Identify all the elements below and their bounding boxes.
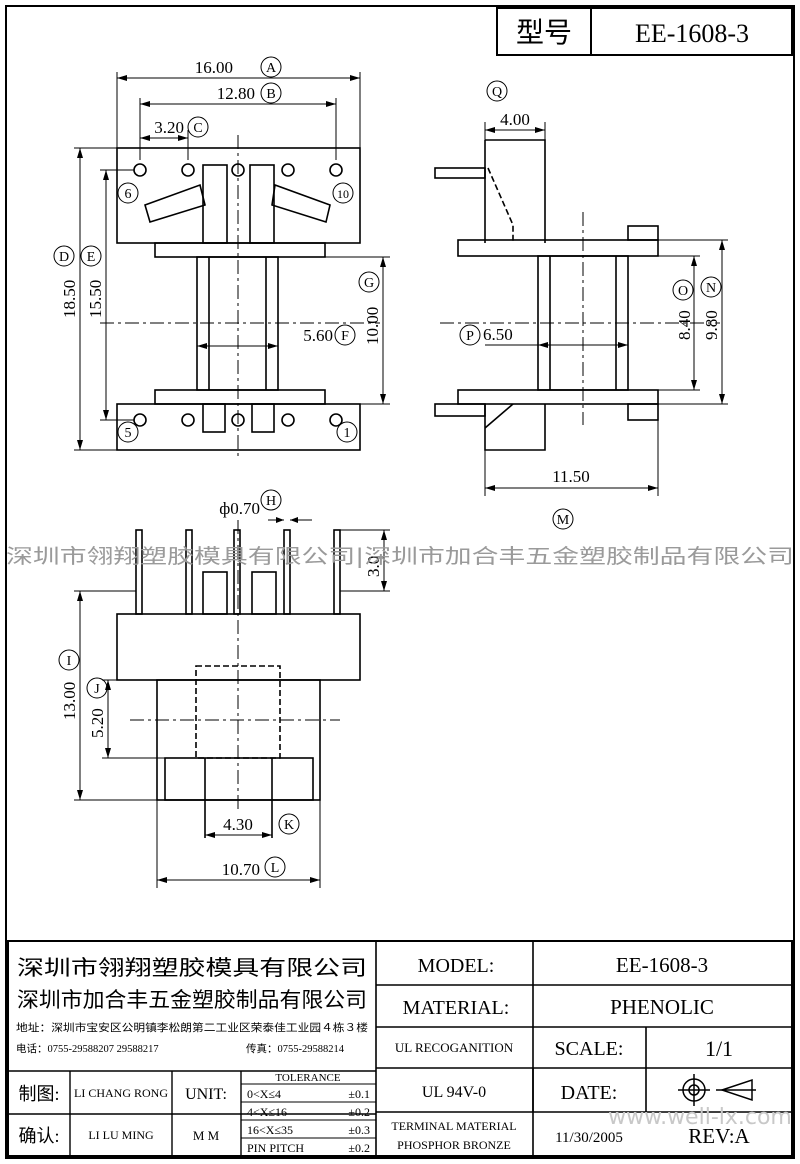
scale-value: 1/1 xyxy=(705,1036,733,1061)
dim-i-value: 13.00 xyxy=(60,682,79,720)
terminal-line-2: PHOSPHOR BRONZE xyxy=(397,1138,511,1152)
dim-j-letter: J xyxy=(94,682,100,697)
tol-range-1: 0<X≤4 xyxy=(247,1087,281,1101)
dim-m-value: 11.50 xyxy=(552,467,590,486)
front-view xyxy=(74,519,390,888)
tol-value-4: ±0.2 xyxy=(348,1141,370,1155)
check-label: 确认: xyxy=(18,1126,59,1146)
dim-h-value: ф0.70 xyxy=(219,499,260,518)
top-view-arrows xyxy=(77,75,386,450)
dim-e-value: 15.50 xyxy=(86,280,105,318)
dim-l-value: 10.70 xyxy=(222,860,260,879)
dim-f-value: 5.60 xyxy=(303,326,333,345)
terminal-line-1: TERMINAL MATERIAL xyxy=(391,1119,516,1133)
unit-label: UNIT: xyxy=(185,1086,227,1103)
side-view-arrows xyxy=(485,127,725,491)
dim-b-letter: B xyxy=(266,87,275,102)
material-value: PHENOLIC xyxy=(610,995,714,1019)
dim-l-letter: L xyxy=(271,861,280,876)
tol-range-2: 4<X≤16 xyxy=(247,1105,287,1119)
dim-a-value: 16.00 xyxy=(195,58,233,77)
dim-c-letter: C xyxy=(193,121,202,136)
tol-value-3: ±0.3 xyxy=(348,1123,370,1137)
header-model-label: 型号 xyxy=(516,17,572,49)
dim-g-value: 10.00 xyxy=(363,307,382,345)
company-phone: 电话：0755-29588207 29588217 xyxy=(16,1042,159,1055)
tol-range-4: PIN PITCH xyxy=(247,1141,304,1155)
dim-f-letter: F xyxy=(341,329,349,344)
side-view xyxy=(434,122,728,496)
dim-b-value: 12.80 xyxy=(217,84,255,103)
model-label: MODEL: xyxy=(418,955,495,977)
header-model-box: 型号 EE-1608-3 xyxy=(496,7,793,56)
ul-label: UL RECOGANITION xyxy=(395,1040,514,1055)
dim-k-letter: K xyxy=(284,818,294,833)
dim-q-letter: Q xyxy=(492,85,502,100)
dim-d-letter: D xyxy=(59,250,69,265)
sheet-frame xyxy=(5,5,795,1159)
pin-5-label: 5 xyxy=(125,426,132,441)
check-by: LI LU MING xyxy=(88,1128,154,1142)
tolerance-title: TOLERANCE xyxy=(275,1072,340,1084)
drawn-label: 制图: xyxy=(18,1084,59,1104)
tol-range-3: 16<X≤35 xyxy=(247,1123,293,1137)
company-name-2: 深圳市加合丰五金塑胶制品有限公司 xyxy=(17,988,367,1012)
header-model-value: EE-1608-3 xyxy=(635,19,749,48)
company-address: 地址：深圳市宝安区公明镇李松朗第二工业区荣泰佳工业园４栋３楼 xyxy=(16,1021,369,1034)
top-view xyxy=(74,72,390,460)
ul-value: UL 94V-0 xyxy=(422,1084,486,1101)
dim-pin-value: 3.0 xyxy=(364,556,383,577)
scale-label: SCALE: xyxy=(555,1038,624,1060)
dim-i-letter: I xyxy=(67,654,72,669)
top-view-labels: 16.00 A 12.80 B 3.20 C 18.50 D 15.50 E 5… xyxy=(53,56,382,443)
dim-n-value: 9.80 xyxy=(702,310,721,340)
drawn-by: LI CHANG RONG xyxy=(74,1086,168,1100)
dim-o-value: 8.40 xyxy=(675,310,694,340)
dim-n-letter: N xyxy=(706,281,716,296)
material-label: MATERIAL: xyxy=(403,997,510,1019)
dim-m-letter: M xyxy=(557,513,570,528)
company-name-1: 深圳市翎翔塑胶模具有限公司 xyxy=(17,956,367,980)
side-view-labels: Q 4.00 P 6.50 8.40 O 9.80 N 11.50 M xyxy=(459,80,722,530)
model-value: EE-1608-3 xyxy=(616,953,708,977)
company-fax: 传真：0755-29588214 xyxy=(246,1042,345,1055)
title-block xyxy=(7,940,793,1157)
watermark-site: www.well-lx.com xyxy=(608,1105,792,1130)
date-value: 11/30/2005 xyxy=(555,1130,623,1146)
dim-g-letter: G xyxy=(364,276,374,291)
dim-c-value: 3.20 xyxy=(154,118,184,137)
rev-label: REV:A xyxy=(688,1124,750,1148)
pin-6-label: 6 xyxy=(125,187,132,202)
date-label: DATE: xyxy=(561,1082,618,1104)
dim-q-value: 4.00 xyxy=(500,110,530,129)
dim-a-letter: A xyxy=(266,61,277,76)
front-view-labels: ф0.70 H 3.0 I 13.00 J 5.20 4.30 K 10.70 … xyxy=(58,489,383,879)
title-block-text: 深圳市翎翔塑胶模具有限公司 深圳市加合丰五金塑胶制品有限公司 地址：深圳市宝安区… xyxy=(16,953,751,1155)
dim-p-value: 6.50 xyxy=(483,325,513,344)
pin-1-label: 1 xyxy=(344,426,351,441)
dim-o-letter: O xyxy=(678,284,688,299)
dim-d-value: 18.50 xyxy=(60,280,79,318)
unit-value: M M xyxy=(193,1128,220,1143)
watermark-text: 深圳市翎翔塑胶模具有限公司|深圳市加合丰五金塑胶制品有限公司 xyxy=(6,544,794,568)
dim-h-letter: H xyxy=(266,494,276,509)
pin-10-label: 10 xyxy=(337,187,349,201)
dim-j-value: 5.20 xyxy=(88,708,107,738)
dim-e-letter: E xyxy=(87,250,96,265)
first-angle-projection-icon xyxy=(678,1074,756,1106)
dim-p-letter: P xyxy=(466,329,474,344)
dim-k-value: 4.30 xyxy=(223,815,253,834)
tol-value-1: ±0.1 xyxy=(348,1087,370,1101)
tol-value-2: ±0.2 xyxy=(348,1105,370,1119)
